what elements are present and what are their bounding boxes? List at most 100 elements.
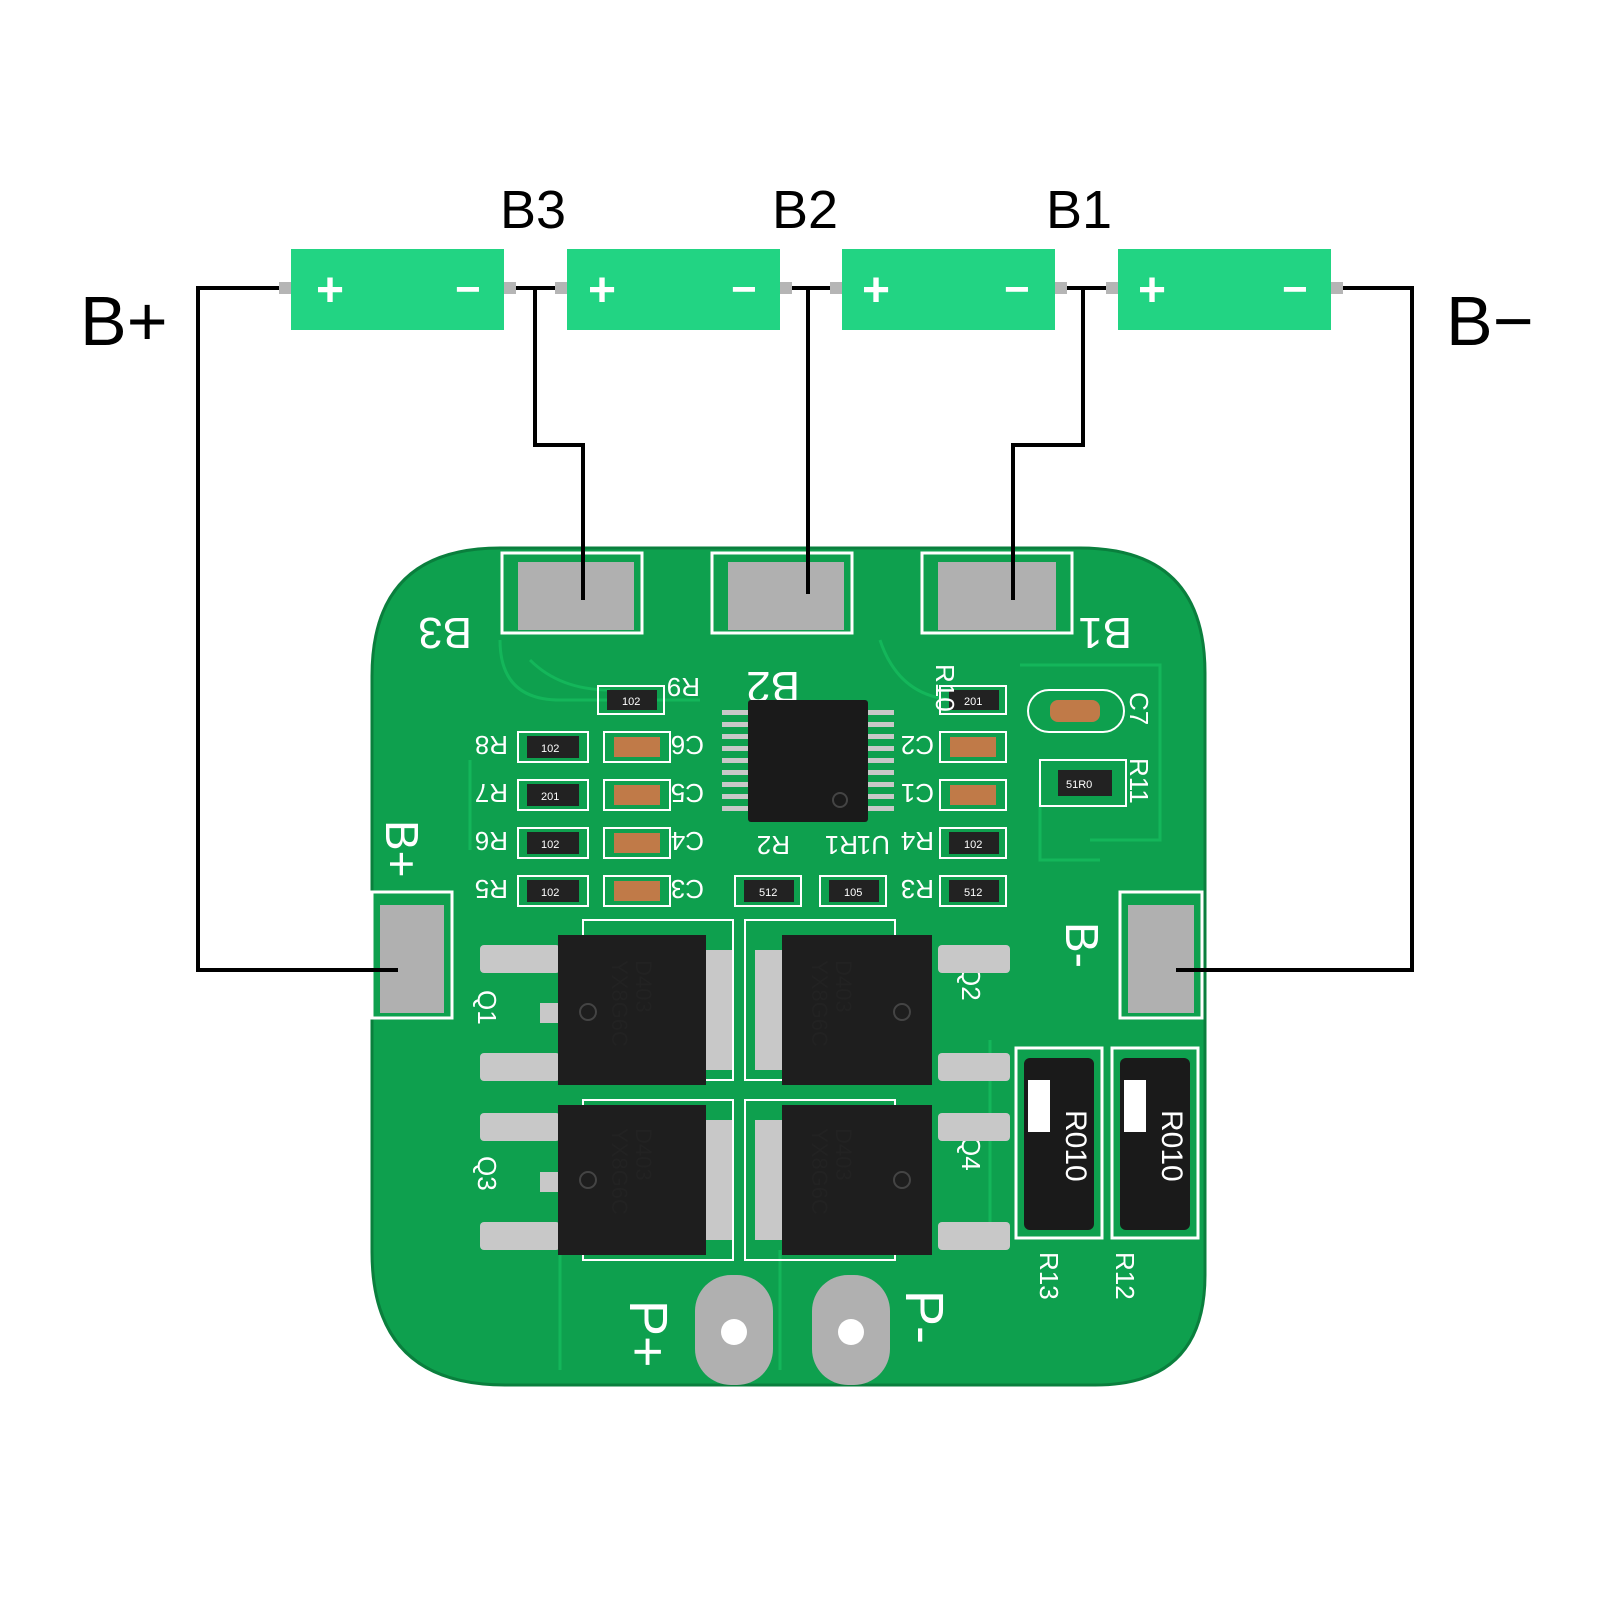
cell-2-minus: − [731,265,757,314]
cell-2: + − [555,249,792,330]
smd-r5: 102 [517,875,589,907]
svg-text:201: 201 [541,791,559,803]
svg-text:51R0: 51R0 [1066,779,1092,791]
svg-text:Q4: Q4 [956,1136,986,1171]
svg-text:512: 512 [964,887,982,899]
pad-b3-label: B3 [418,608,472,657]
svg-text:C3: C3 [671,874,704,904]
svg-text:102: 102 [541,743,559,755]
label-tap-b1: B1 [1046,180,1112,240]
svg-text:C7: C7 [1124,692,1154,725]
svg-text:102: 102 [541,887,559,899]
smd-r4: 102 [939,827,1007,859]
svg-text:D403: D403 [831,960,856,1013]
cell-3: + − [830,249,1067,330]
label-b-plus: B+ [80,282,168,360]
cell-1-plus: + [316,264,344,317]
svg-text:R1: R1 [825,830,858,860]
smd-caps-left [603,731,671,907]
svg-text:R010: R010 [1155,1110,1188,1182]
cell-3-minus: − [1004,265,1030,314]
svg-text:YX8G6C: YX8G6C [607,1128,632,1215]
pad-b1-label: B1 [1078,608,1132,657]
svg-text:YX8G6C: YX8G6C [807,960,832,1047]
svg-text:YX8G6C: YX8G6C [607,960,632,1047]
controller-ic [722,700,894,822]
svg-text:102: 102 [964,839,982,851]
svg-text:R6: R6 [475,826,508,856]
svg-text:C2: C2 [901,730,934,760]
pad-b3 [500,551,644,635]
svg-text:R3: R3 [901,874,934,904]
battery-cells: + − + − + − + − [279,249,1343,330]
smd-r9: 102 [597,685,665,715]
cell-4: + − [1106,249,1343,330]
output-pminus-label: P- [894,1290,954,1344]
wire-bplus [196,286,398,972]
svg-text:R10: R10 [930,664,960,712]
mosfet-q3: D403 YX8G6C [480,1099,734,1261]
svg-text:201: 201 [964,696,982,708]
svg-text:R11: R11 [1124,758,1154,804]
svg-text:YX8G6C: YX8G6C [807,1128,832,1215]
label-tap-b3: B3 [500,180,566,240]
output-pplus [695,1275,773,1385]
svg-text:R8: R8 [475,730,508,760]
cell-4-plus: + [1138,264,1166,317]
smd-r7: 201 [517,779,589,811]
svg-text:C4: C4 [671,826,704,856]
svg-text:R7: R7 [475,778,508,808]
label-tap-b2: B2 [772,180,838,240]
output-pplus-label: P+ [618,1300,678,1368]
smd-r2: 512 [734,875,802,907]
svg-text:C5: C5 [671,778,704,808]
svg-text:R9: R9 [667,672,700,702]
svg-text:D403: D403 [831,1128,856,1181]
svg-text:R4: R4 [901,826,934,856]
shunt-r12: R010 [1110,1046,1200,1240]
cell-4-minus: − [1282,265,1308,314]
svg-text:U1: U1 [857,830,890,860]
label-b-minus: B− [1446,282,1534,360]
wire-b1-tap [1011,288,1085,600]
smd-c7 [1027,689,1125,733]
svg-text:R2: R2 [757,830,790,860]
smd-r1: 105 [819,875,887,907]
svg-text:D403: D403 [631,1128,656,1181]
pad-b2 [710,551,854,635]
svg-text:102: 102 [541,839,559,851]
cell-3-plus: + [862,264,890,317]
svg-text:C1: C1 [901,778,934,808]
cell-1: + − [279,249,516,330]
svg-text:512: 512 [759,887,777,899]
svg-text:102: 102 [622,696,640,708]
wire-bminus [1176,286,1414,972]
smd-caps-right [939,731,1007,811]
pcb-board: B3 B2 B1 102 [370,546,1207,1387]
wire-b3-tap [533,288,585,600]
smd-r6: 102 [517,827,589,859]
pad-bplus [370,890,454,1020]
cell-2-plus: + [588,264,616,317]
svg-text:105: 105 [844,887,862,899]
smd-r11: 51R0 [1039,759,1127,807]
wires [196,286,1414,972]
pad-bminus-label: B- [1056,922,1108,968]
mosfet-q4: D403 YX8G6C [744,1099,1010,1261]
pad-b1 [920,551,1074,635]
svg-text:R13: R13 [1034,1252,1064,1300]
smd-r3: 512 [939,875,1007,907]
svg-text:R5: R5 [475,874,508,904]
svg-text:C6: C6 [671,730,704,760]
shunt-r13: R010 [1014,1046,1104,1240]
svg-text:R010: R010 [1059,1110,1092,1182]
smd-r10: 201 [939,685,1007,715]
pcb-traces [468,639,1162,1370]
pad-bminus [1118,890,1204,1020]
svg-text:D403: D403 [631,960,656,1013]
smd-r8: 102 [517,731,589,763]
cell-1-minus: − [455,265,481,314]
svg-text:Q3: Q3 [472,1156,502,1191]
pad-bplus-label: B+ [376,820,428,878]
